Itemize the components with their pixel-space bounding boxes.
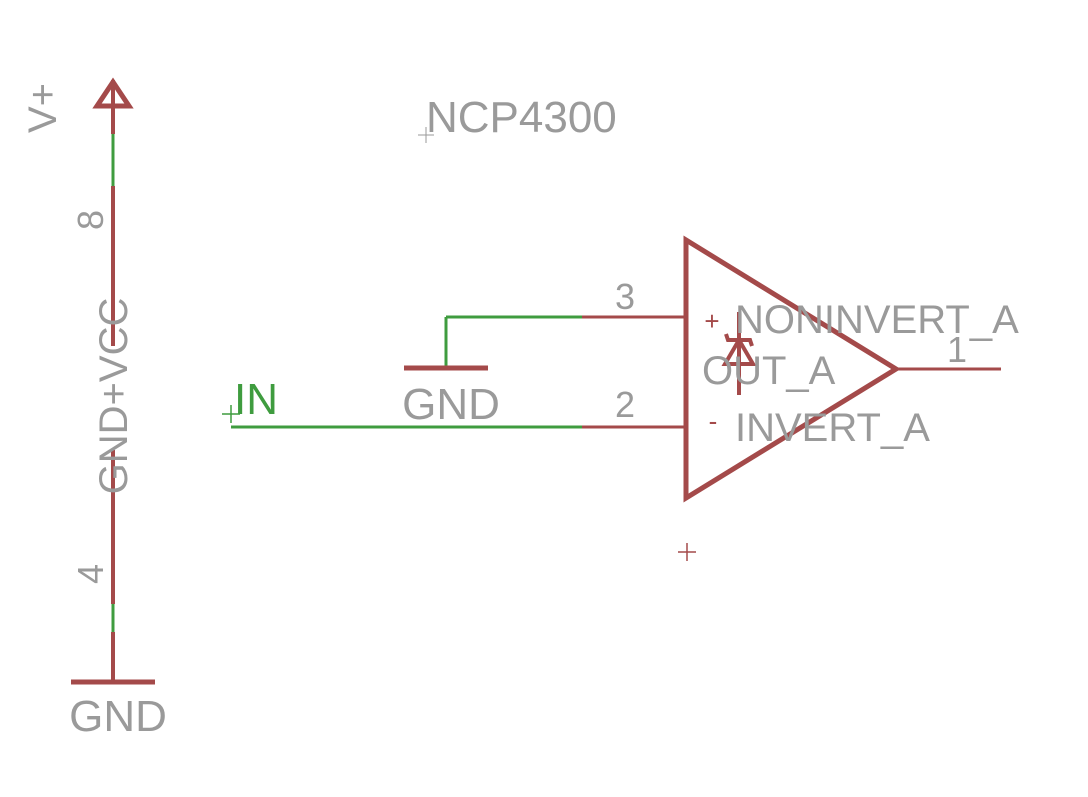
pin-1-number: 1 [947,329,967,370]
noninv-label: NONINVERT_A [735,298,1019,342]
pin-8-number: 8 [70,210,111,230]
inv-minus-sign: - [709,406,718,436]
pin-3-number: 3 [615,276,635,317]
pin-4-number: 4 [70,564,111,584]
zener-diode-icon [721,312,757,395]
supply-part: V+ 8 4 GND+VCC GND [21,77,167,741]
pin-2-number: 2 [615,384,635,425]
inv-label: INVERT_A [735,406,930,450]
net-in: IN [222,375,582,429]
vplus-label: V+ [21,83,65,133]
opamp-triangle-icon[interactable] [683,235,901,503]
part-name-group: NCP4300 [418,93,617,143]
vplus-arrow-icon[interactable] [92,77,134,109]
noninv-plus-sign: + [704,306,719,336]
part-name: NCP4300 [426,93,617,142]
out-label: OUT_A [702,349,836,393]
net-in-label: IN [234,375,278,424]
supply-part-pin-label: GND+VCC [92,298,136,495]
gnd-mid: GND [402,315,582,429]
opamp-symbol: + - 3 2 1 NONINVERT_A OUT_A INVERT_A [582,235,1019,561]
gnd-left-label: GND [69,692,167,741]
gnd-mid-label: GND [402,380,500,429]
